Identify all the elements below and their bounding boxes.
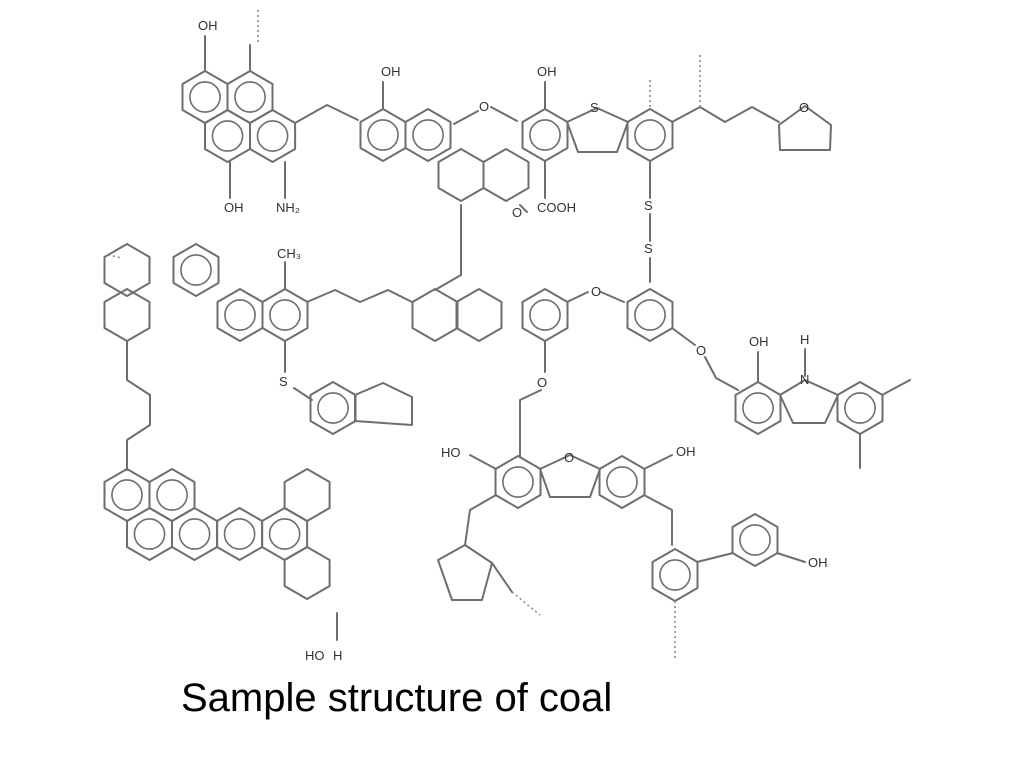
aromatic-ring-circle	[180, 254, 212, 286]
bond-ketone	[519, 204, 528, 213]
atom-label-s: S	[279, 374, 288, 389]
bond-oh	[469, 454, 497, 470]
atom-label-oh: OH	[537, 64, 557, 79]
bond-ether-methylene	[704, 356, 739, 391]
bond-ether	[490, 106, 518, 122]
thiophene-ring	[566, 107, 629, 153]
furan-ring	[778, 105, 832, 151]
aromatic-ring-circle	[178, 518, 211, 550]
bond-ether	[600, 291, 625, 303]
bond-ether	[566, 291, 589, 303]
atom-label-ch3: CH₃	[277, 246, 301, 261]
aromatic-ring-circle	[223, 518, 256, 550]
aromatic-ring-circle	[412, 119, 444, 151]
aromatic-ring-circle	[189, 81, 221, 113]
atom-label-oh: OH	[676, 444, 696, 459]
atom-label-nh2: NH₂	[276, 200, 300, 215]
atom-label-s: S	[644, 241, 653, 256]
bond-ether	[671, 327, 696, 346]
atom-label-ketone-o: O	[512, 205, 522, 220]
aromatic-ring	[731, 513, 779, 567]
dangling-bond	[107, 254, 123, 259]
aromatic-ring-circle	[529, 299, 561, 331]
saturated-ring	[103, 243, 151, 297]
atom-label-ho: HO	[305, 648, 325, 663]
atom-label-n: N	[800, 372, 809, 387]
bond-methylene	[464, 494, 497, 546]
aromatic-ring-circle	[234, 81, 266, 113]
atom-label-h: H	[800, 332, 809, 347]
aromatic-ring	[404, 108, 452, 162]
aromatic-ring-circle	[634, 299, 666, 331]
atom-label-s: S	[590, 100, 599, 115]
aromatic-ring-circle	[269, 299, 301, 331]
aromatic-ring-circle	[317, 392, 349, 424]
atom-label-oh: OH	[224, 200, 244, 215]
pyrrole-ring	[779, 379, 839, 424]
atom-label-oh: OH	[381, 64, 401, 79]
saturated-ring	[437, 148, 485, 202]
atom-label-s: S	[644, 198, 653, 213]
bond-oh	[643, 454, 673, 470]
atom-label-ether-o: O	[696, 343, 706, 358]
aromatic-ring-circle	[111, 479, 143, 511]
aromatic-ring-circle	[844, 392, 876, 424]
aromatic-ring-circle	[502, 466, 534, 498]
dangling-bond	[511, 591, 541, 616]
atom-label-oh: OH	[198, 18, 218, 33]
aromatic-ring-circle	[268, 518, 301, 550]
aromatic-ring-circle	[156, 479, 188, 511]
bond-lines	[103, 10, 911, 660]
aromatic-ring-circle	[634, 119, 666, 151]
saturated-ring	[283, 546, 331, 600]
atom-label-ether-o: O	[479, 99, 489, 114]
slide-caption: Sample structure of coal	[181, 676, 613, 720]
saturated-ring	[482, 148, 530, 202]
saturated-ring	[283, 468, 331, 522]
aromatic-ring	[626, 288, 674, 342]
bond-alkyl-chain	[671, 106, 780, 123]
aromatic-ring-circle	[211, 120, 244, 152]
bond-ether-methylene	[519, 389, 542, 458]
bond-methyl	[881, 379, 911, 396]
atom-label-oh: OH	[808, 555, 828, 570]
atom-label-ether-o: O	[591, 284, 601, 299]
bond-oh	[776, 552, 806, 563]
bond-ether	[453, 110, 479, 125]
atom-label-furyl-o: O	[799, 100, 809, 115]
aromatic-ring-circle	[739, 524, 771, 556]
atom-label-cooh: COOH	[537, 200, 576, 215]
aromatic-ring-circle	[742, 392, 774, 424]
aromatic-ring-circle	[367, 119, 399, 151]
furan-ring	[539, 454, 601, 498]
aromatic-ring-circle	[659, 559, 691, 591]
atom-label-o: O	[564, 450, 574, 465]
cyclopentane-ring	[437, 544, 493, 601]
atom-label-oh: OH	[749, 334, 769, 349]
saturated-ring	[455, 288, 503, 342]
atom-label-h: H	[333, 648, 342, 663]
aromatic-ring-circle	[529, 119, 561, 151]
cyclopentane-ring	[354, 382, 413, 426]
saturated-ring	[411, 288, 459, 342]
aromatic-ring-circle	[133, 518, 166, 550]
bond-methylene	[294, 104, 359, 124]
bond-linker	[434, 204, 462, 291]
bond-methyl	[491, 562, 513, 593]
atom-label-ho: HO	[441, 445, 461, 460]
bond-alkyl-chain	[306, 289, 413, 303]
aromatic-ring	[172, 243, 220, 297]
aromatic-ring-circle	[224, 299, 256, 331]
bond-thioether	[293, 387, 313, 401]
bond-biaryl	[696, 552, 734, 563]
bond-methylene	[643, 494, 673, 546]
aromatic-ring-circle	[256, 120, 289, 152]
atom-label-ether-o: O	[537, 375, 547, 390]
bond-alkyl-chain	[126, 340, 151, 471]
aromatic-ring-circle	[606, 466, 638, 498]
